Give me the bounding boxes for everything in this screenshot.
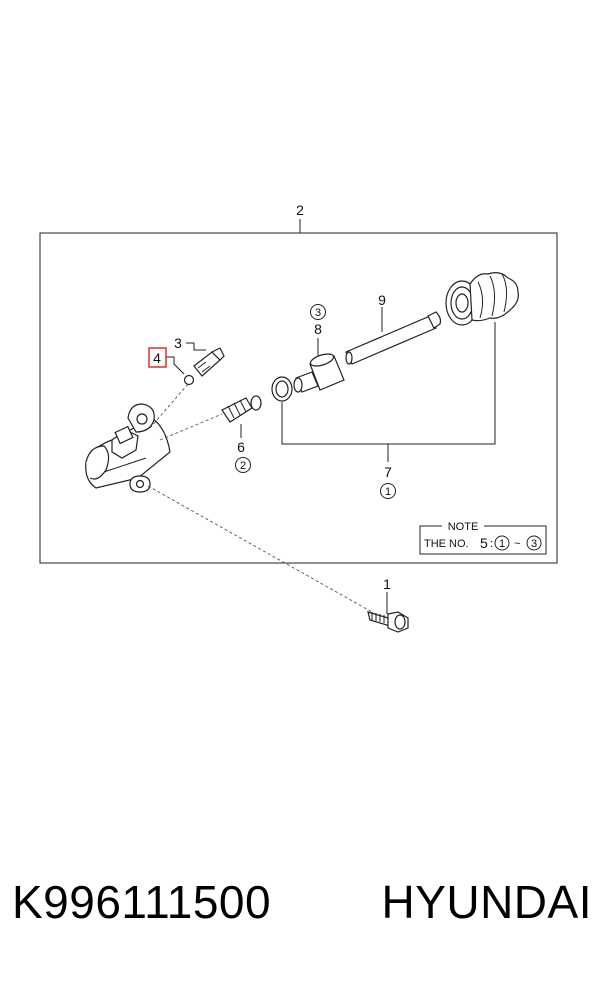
note-title: NOTE: [448, 521, 479, 533]
callout-4[interactable]: 4: [153, 350, 161, 366]
part-3-bleeder-screw[interactable]: [193, 347, 225, 377]
note-to: 3: [531, 538, 537, 550]
note-colon: :: [490, 538, 493, 550]
callout-4-highlight: [148, 347, 167, 368]
note-box: NOTE THE NO. 5 : 1 ~ 3: [419, 521, 547, 555]
assembly-frame: [39, 232, 558, 564]
callout-9[interactable]: 9: [378, 292, 386, 308]
note-from: 1: [499, 538, 505, 550]
circled-ref-8: 3: [315, 307, 321, 319]
part-boot[interactable]: [445, 272, 519, 326]
note-number: 5: [480, 535, 488, 551]
callout-2[interactable]: 2: [296, 202, 304, 218]
caption: K996111500 HYUNDAI: [12, 875, 592, 929]
callout-7[interactable]: 7: [384, 464, 392, 480]
part-4-ball[interactable]: [183, 374, 195, 386]
slave-cylinder-body: [85, 403, 171, 493]
note-prefix: THE NO.: [424, 538, 469, 550]
note-tilde: ~: [514, 538, 520, 550]
part-7-seal[interactable]: [271, 376, 293, 402]
circled-ref-6: 2: [240, 460, 246, 472]
part-6-spring[interactable]: [221, 395, 262, 423]
callout-6[interactable]: 6: [237, 439, 245, 455]
callout-1[interactable]: 1: [383, 576, 391, 592]
part-8-piston[interactable]: [293, 352, 345, 393]
callout-8[interactable]: 8: [314, 321, 322, 337]
brand-name: HYUNDAI: [381, 876, 592, 928]
callout-3[interactable]: 3: [174, 335, 182, 351]
part-number: K996111500: [12, 876, 272, 928]
part-1-bolt[interactable]: [367, 611, 409, 633]
circled-ref-7: 1: [385, 486, 391, 498]
part-9-push-rod[interactable]: [345, 311, 442, 365]
